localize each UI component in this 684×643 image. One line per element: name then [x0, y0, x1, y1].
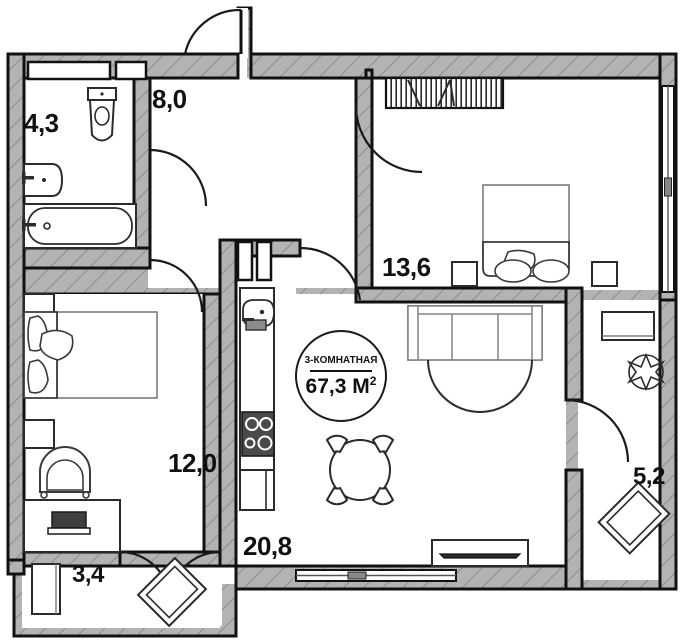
area-label-hallway: 8,0: [152, 84, 187, 114]
entrance-door-swing: [183, 8, 242, 55]
laptop-icon: [47, 511, 91, 535]
hallway-door-swing: [149, 258, 204, 313]
tv-stand-icon: [431, 539, 529, 567]
apartment-area-label: 67,3 M2: [306, 375, 377, 397]
cooktop-icon: [241, 411, 275, 457]
nightstand-icon: [591, 261, 618, 287]
bathtub-icon: [22, 203, 137, 249]
cabinet-icon: [31, 563, 61, 615]
area-label-balcony-left: 3,4: [72, 561, 104, 588]
toilet-icon: [87, 87, 117, 142]
area-label-balcony-right: 5,2: [633, 463, 665, 490]
armchair-icon: [39, 446, 91, 499]
double-bed-icon: [23, 311, 158, 399]
dining-set: [325, 434, 395, 506]
area-label-bedroom-second: 12,0: [168, 448, 217, 478]
round-rug-icon: [427, 359, 533, 413]
nightstand-icon: [451, 261, 478, 287]
kitchen-door-swing: [299, 246, 362, 301]
balcony-right-furniture: [597, 311, 671, 555]
kitchen-furniture: [239, 287, 275, 511]
living-room-furniture: [407, 305, 543, 567]
bathroom-door-swing: [149, 148, 208, 207]
wardrobe-icon: [384, 76, 505, 110]
apartment-area-value: 67,3 M: [305, 374, 370, 398]
apartment-type-label: 3-комнатная: [304, 354, 378, 366]
area-label-bathroom: 4,3: [24, 108, 59, 138]
bedroom-master-furniture: [384, 76, 618, 287]
refrigerator-icon: [239, 469, 275, 511]
area-label-bedroom-master: 13,6: [382, 252, 431, 282]
plant-icon: [626, 352, 666, 392]
sofa-icon: [407, 305, 543, 361]
nightstand-icon: [23, 419, 55, 449]
bedroom-master-door-swing: [354, 105, 423, 174]
balcony-right-door-swing: [565, 398, 630, 463]
cabinet-icon: [601, 311, 655, 341]
chair-icon: [136, 556, 208, 628]
window-right: [661, 85, 675, 293]
kitchen-closets: [236, 240, 273, 282]
balcony-left-furniture: [31, 556, 208, 628]
bathroom-fixtures: [22, 87, 137, 249]
wall-niches: [26, 60, 148, 81]
windows: [295, 85, 675, 582]
bedroom-second-furniture: [23, 293, 158, 553]
dining-chair-icon: [325, 434, 395, 506]
apartment-area-unit: 2: [369, 373, 377, 388]
badge-divider: [310, 369, 372, 372]
dining-table-icon: [329, 439, 391, 501]
apartment-summary-badge: 3-комнатная 67,3 M2: [295, 330, 387, 422]
chair-icon: [597, 481, 671, 555]
area-label-living-kitchen: 20,8: [243, 531, 292, 561]
washbasin-icon: [22, 163, 64, 197]
kitchen-sink-icon: [242, 299, 275, 331]
window-bottom: [295, 569, 457, 582]
double-bed-icon: [482, 184, 570, 283]
